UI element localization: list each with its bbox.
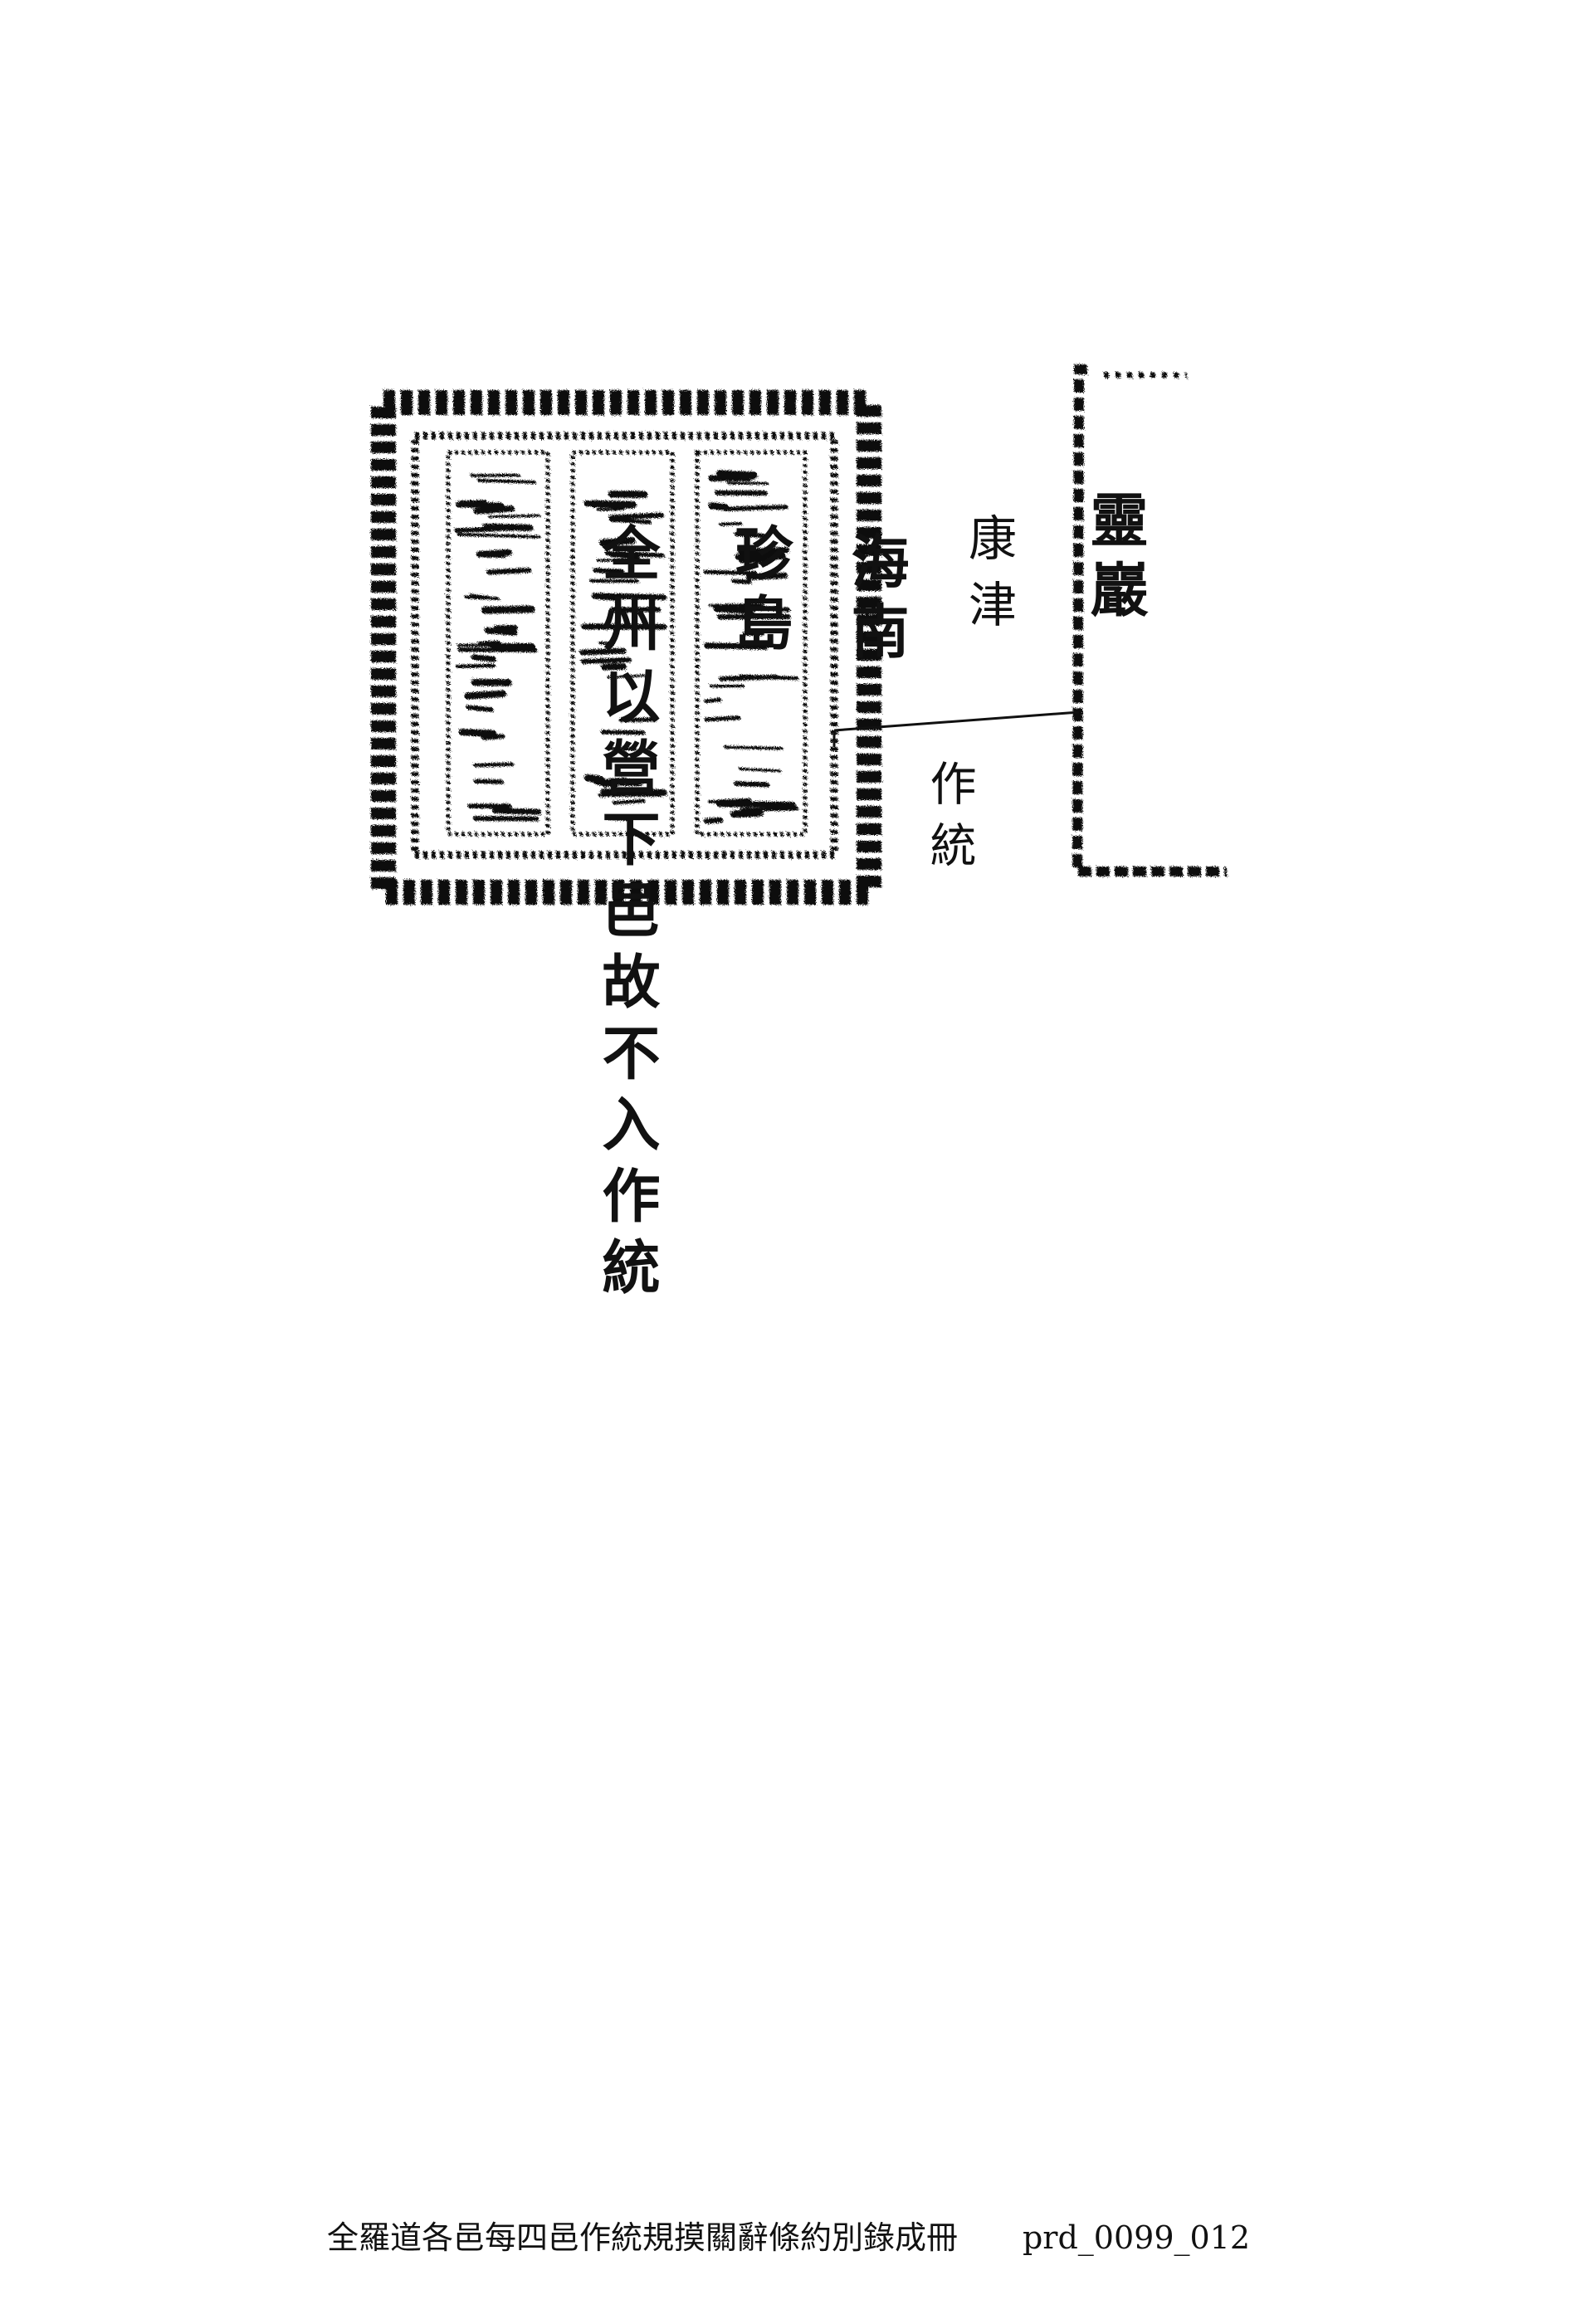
seal-stroke bbox=[707, 798, 752, 804]
seal-stroke bbox=[464, 690, 507, 700]
seal-stroke bbox=[583, 774, 605, 784]
seal-stroke bbox=[745, 572, 788, 581]
seal-stroke bbox=[491, 808, 542, 815]
seal-stroke bbox=[704, 715, 741, 722]
seal-stroke bbox=[723, 745, 784, 750]
seal-stroke bbox=[713, 604, 755, 614]
seal-stroke bbox=[456, 533, 541, 539]
seal-stroke bbox=[715, 470, 758, 480]
seal-stroke bbox=[457, 500, 487, 504]
seal-stroke bbox=[473, 762, 515, 768]
seal-stroke bbox=[607, 674, 646, 679]
seal-stroke bbox=[602, 780, 624, 788]
seal-stroke bbox=[608, 512, 665, 520]
column-zuotong: 作統 bbox=[922, 759, 976, 882]
seal-stroke bbox=[738, 546, 790, 555]
seal-stroke bbox=[593, 568, 625, 574]
column-gangjin: 康津 bbox=[960, 513, 1017, 646]
seal-stroke bbox=[703, 569, 758, 576]
column-jeonju: 全州以營下邑故不入作統 bbox=[593, 523, 662, 1308]
square-seal bbox=[371, 390, 881, 905]
seal-stroke bbox=[486, 567, 532, 575]
seal-stroke bbox=[606, 816, 630, 822]
seal-stroke bbox=[739, 674, 799, 681]
seal-stroke bbox=[613, 608, 637, 613]
grouping-line bbox=[833, 710, 1080, 732]
seal-stroke bbox=[719, 521, 743, 526]
seal-stroke bbox=[484, 627, 518, 636]
seal-stroke bbox=[724, 505, 788, 512]
footer-code: prd_0099_012 bbox=[1022, 2219, 1251, 2256]
seal-stroke bbox=[601, 663, 627, 671]
seal-stroke bbox=[704, 697, 722, 704]
seal-stroke bbox=[612, 798, 646, 805]
seal-stroke bbox=[473, 779, 504, 784]
seal-stroke bbox=[579, 647, 627, 656]
column-yeongam: 靈巖 bbox=[1081, 490, 1150, 629]
seal-stroke bbox=[600, 788, 667, 797]
column-jindo: 珍島 bbox=[725, 523, 794, 662]
seal-stroke bbox=[477, 640, 501, 647]
seal-stroke bbox=[489, 549, 512, 555]
seal-stroke bbox=[481, 605, 535, 614]
seal-stroke bbox=[580, 657, 632, 664]
seal-stroke bbox=[731, 579, 752, 584]
yeongam-frame bbox=[1072, 364, 1227, 876]
seal-stroke bbox=[596, 558, 642, 562]
seal-stroke bbox=[740, 806, 799, 813]
seal-stroke bbox=[734, 532, 767, 538]
seal-stroke bbox=[716, 801, 796, 808]
seal-stroke bbox=[476, 478, 537, 484]
seal-stroke bbox=[454, 525, 518, 533]
seal-stroke bbox=[471, 654, 496, 662]
seal-stroke bbox=[608, 517, 652, 525]
seal-stroke bbox=[472, 816, 540, 822]
footer: 全羅道各邑每四邑作統規摸關辭條約別錄成冊 prd_0099_012 bbox=[0, 2212, 1577, 2258]
seal-stroke bbox=[596, 507, 625, 511]
seal-stroke bbox=[738, 767, 782, 773]
seal-stroke bbox=[473, 505, 515, 515]
seal-stroke bbox=[604, 550, 666, 558]
seal-stroke bbox=[488, 514, 541, 519]
seal-stroke bbox=[703, 817, 724, 824]
column-haenam: 海南 bbox=[842, 531, 911, 671]
seal-stroke bbox=[704, 642, 769, 650]
seal-stroke bbox=[598, 641, 614, 646]
seal-stroke bbox=[599, 536, 636, 547]
seal-stroke bbox=[466, 705, 494, 712]
footer-title: 全羅道各邑每四邑作統規摸關辭條約別錄成冊 bbox=[326, 2219, 958, 2256]
seal-stroke bbox=[708, 502, 729, 511]
seal-stroke bbox=[458, 728, 497, 737]
seal-stroke bbox=[589, 500, 637, 509]
seal-stroke bbox=[739, 558, 769, 564]
seal-stroke bbox=[481, 734, 505, 740]
seal-stroke bbox=[464, 595, 500, 601]
seal-stroke bbox=[735, 553, 786, 560]
seal-stroke bbox=[592, 593, 667, 600]
seal-stroke bbox=[730, 809, 764, 818]
seal-stroke bbox=[600, 730, 646, 735]
